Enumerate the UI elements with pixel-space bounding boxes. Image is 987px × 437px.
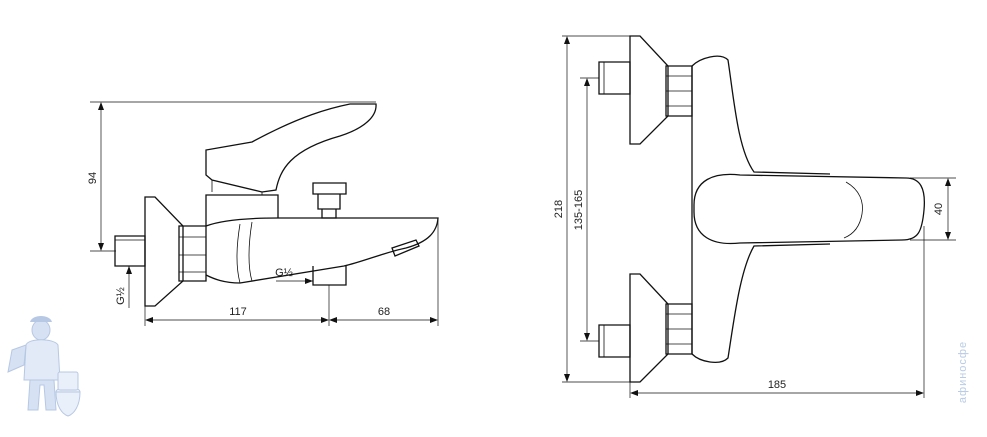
watermark-text: афиносфе bbox=[957, 341, 969, 403]
side-view-drawing bbox=[114, 103, 439, 307]
dim-label-68: 68 bbox=[378, 306, 390, 318]
plumber-mascot-icon bbox=[7, 316, 81, 417]
dim-label-185: 185 bbox=[768, 379, 786, 391]
dim-label-40: 40 bbox=[933, 203, 945, 215]
dim-label-135-165: 135-165 bbox=[573, 190, 585, 230]
top-view-dimensions bbox=[562, 35, 956, 398]
dim-label-thread-outlet: G½ bbox=[275, 267, 293, 279]
dim-label-94: 94 bbox=[87, 172, 99, 184]
dim-label-117: 117 bbox=[229, 306, 247, 318]
side-view-dimensions bbox=[90, 101, 439, 326]
top-view-drawing bbox=[598, 35, 926, 383]
dim-label-thread-inlet: G½ bbox=[115, 287, 127, 305]
dim-label-218: 218 bbox=[553, 200, 565, 218]
